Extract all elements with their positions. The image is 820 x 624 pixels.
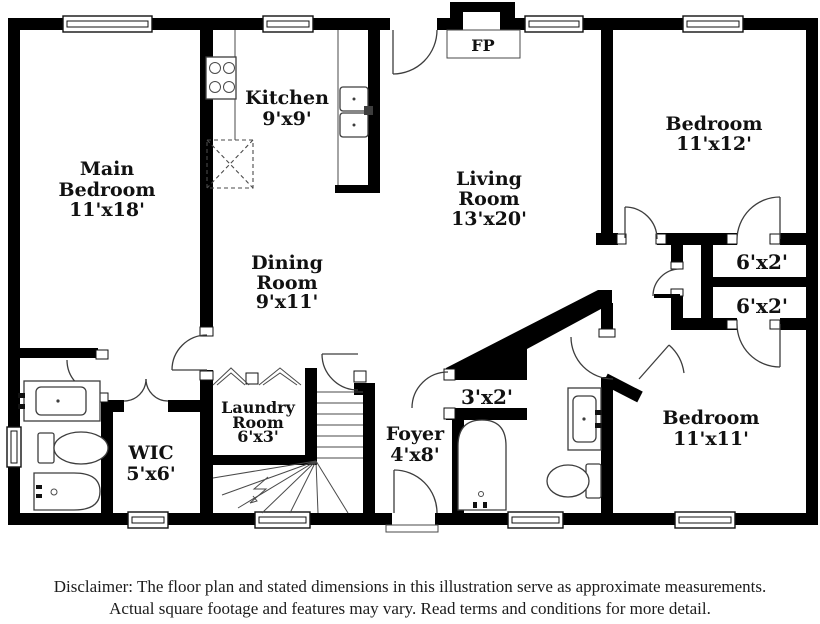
porch-step [385, 524, 439, 533]
laundry-room-label: Room [232, 413, 284, 432]
stove-icon [205, 30, 237, 140]
window-icon [674, 511, 736, 529]
laundry-room-dimensions: 6'x3' [237, 427, 279, 446]
bifold-door-icon [212, 367, 302, 386]
window-icon [127, 511, 169, 529]
main-bedroom-label: Main [80, 158, 135, 180]
bedroom-lower-dimensions: 11'x11' [673, 428, 749, 450]
living-room-label: Living [456, 168, 522, 190]
closet-entry-dimensions: 3'x2' [461, 385, 513, 409]
floor-plan-drawing: Main Bedroom 11'x18' Kitchen 9'x9' Livin… [6, 2, 818, 533]
bedroom-upper-dimensions: 11'x12' [676, 133, 752, 155]
dining-room-dimensions: 9'x11' [256, 291, 319, 313]
door-arc-icon [123, 378, 169, 402]
door-arc-icon [652, 268, 681, 298]
window-icon [6, 426, 22, 468]
closet-upper-dimensions: 6'x2' [736, 250, 788, 274]
kitchen-dimensions: 9'x9' [262, 108, 311, 130]
door-arc-icon [321, 353, 359, 391]
vanity-sink-2-icon [567, 387, 602, 451]
toilet-icon [37, 431, 109, 465]
room-labels: Main Bedroom 11'x18' Kitchen 9'x9' Livin… [59, 36, 788, 485]
kitchen-sink-icon [337, 30, 373, 185]
main-bedroom-label: Bedroom [59, 179, 156, 201]
door-arc-icon [411, 371, 449, 409]
disclaimer-line-1: Disclaimer: The floor plan and stated di… [53, 577, 767, 596]
fireplace-icon [446, 29, 521, 59]
door-arc-icon [393, 469, 438, 514]
window-icon [254, 511, 311, 529]
main-bedroom-dimensions: 11'x18' [69, 199, 145, 221]
fireplace-label: FP [471, 36, 494, 55]
door-jambs [95, 233, 781, 420]
fixtures [18, 29, 602, 514]
door-arc-icon [171, 334, 208, 371]
living-room-dimensions: 13'x20' [451, 208, 527, 230]
window-icon [524, 15, 584, 33]
wic-label: WIC [127, 442, 173, 464]
door-arc-icon [570, 336, 614, 380]
window-icon [682, 15, 744, 33]
door-arc-icon [736, 196, 781, 241]
window-icon [507, 511, 564, 529]
windows [6, 15, 744, 533]
disclaimer-line-2: Actual square footage and features may v… [109, 599, 711, 618]
bathtub-icon [33, 472, 101, 511]
bedroom-lower-label: Bedroom [663, 407, 760, 429]
wic-dimensions: 5'x6' [126, 463, 175, 485]
pantry-cabinet-icon [206, 139, 254, 189]
foyer-dimensions: 4'x8' [390, 444, 439, 466]
kitchen-label: Kitchen [245, 87, 329, 109]
door-arc-icon [638, 344, 685, 380]
angled-wall [446, 290, 612, 380]
dining-room-label: Dining [251, 252, 323, 274]
window-icon [62, 15, 153, 33]
disclaimer: Disclaimer: The floor plan and stated di… [0, 576, 820, 620]
walls [8, 2, 818, 526]
door-arc-icon [392, 29, 438, 75]
dining-room-label: Room [256, 272, 317, 294]
window-icon [262, 15, 314, 33]
vanity-sink-icon [18, 380, 101, 422]
door-arc-icon [624, 206, 658, 240]
toilet-2-icon [546, 463, 602, 499]
laundry-room-label: Laundry [221, 398, 296, 417]
bathtub-2-icon [457, 419, 507, 511]
staircase-icon [212, 391, 363, 514]
closet-lower-dimensions: 6'x2' [736, 294, 788, 318]
bedroom-upper-label: Bedroom [666, 113, 763, 135]
door-arc-icon [736, 323, 781, 368]
foyer-label: Foyer [386, 423, 445, 445]
living-room-label: Room [458, 188, 519, 210]
